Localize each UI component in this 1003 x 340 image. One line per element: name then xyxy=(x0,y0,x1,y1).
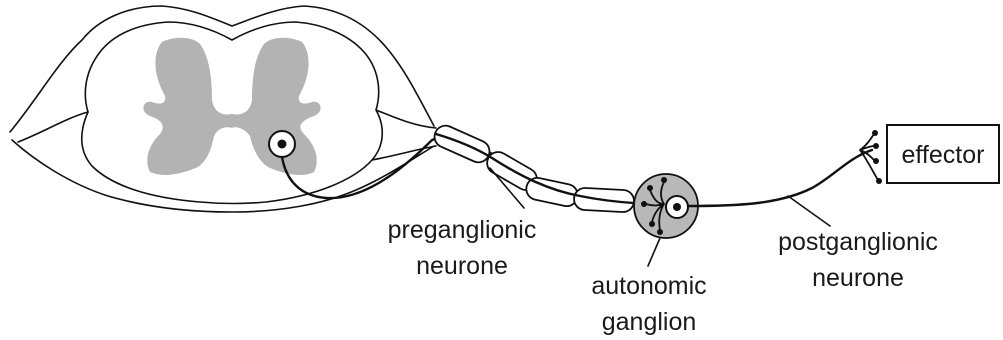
effector-nerve-endings xyxy=(860,130,882,184)
synaptic-knob xyxy=(641,201,647,207)
terminal-knob xyxy=(876,178,882,184)
ganglion-leader-line xyxy=(648,238,660,266)
spinal-cord-inner-outline xyxy=(82,22,383,204)
postganglionic-nucleus xyxy=(673,203,681,211)
effector-label: effector xyxy=(902,141,985,169)
synaptic-knob xyxy=(657,229,663,235)
synaptic-knob xyxy=(649,221,655,227)
postganglionic-label-line1: postganglionic xyxy=(778,228,938,256)
postganglionic-leader-line xyxy=(788,196,830,226)
effector: effector xyxy=(887,125,999,183)
postganglionic-label-line2: neurone xyxy=(812,264,904,292)
ganglion-label-line1: autonomic xyxy=(591,272,706,300)
ganglion-label-line2: ganglion xyxy=(602,308,697,336)
grey-matter xyxy=(143,38,320,175)
ventral-root-outline-lower xyxy=(372,146,436,160)
terminal-knob xyxy=(873,158,879,164)
spinal-cord-outer-outline xyxy=(10,6,434,212)
dorsal-root-left xyxy=(18,112,88,142)
preganglionic-nucleus xyxy=(278,140,287,149)
preganglionic-label-line1: preganglionic xyxy=(388,216,537,244)
myelin-sheath xyxy=(431,122,664,212)
spinal-cord-section xyxy=(10,6,436,212)
preganglionic-label-line2: neurone xyxy=(416,252,508,280)
synaptic-knob xyxy=(647,185,653,191)
terminal-branches xyxy=(860,134,878,180)
postganglionic-axon xyxy=(688,150,872,206)
terminal-knob xyxy=(873,143,879,149)
terminal-knob xyxy=(872,130,878,136)
synaptic-knob xyxy=(661,177,667,183)
